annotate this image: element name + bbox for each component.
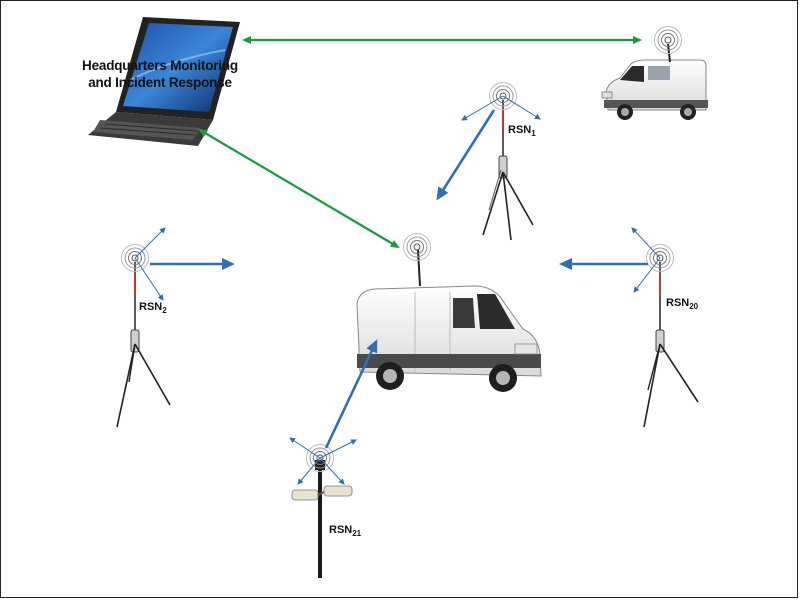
sensor-rsn21-icon — [289, 437, 357, 578]
link-rsn1-to-van — [436, 109, 496, 201]
van-remote-icon — [601, 59, 708, 120]
sensor-rsn1-icon — [461, 82, 541, 241]
rsn2-label: RSN2 — [139, 301, 167, 315]
sensor-rsn2-icon — [116, 227, 171, 428]
link-rsn21-to-van — [324, 339, 378, 449]
rsn21-label: RSN21 — [329, 524, 362, 538]
hq-label: Headquarters Monitoring and Incident Res… — [70, 57, 250, 91]
rsn1-label: RSN1 — [508, 124, 536, 138]
camera-icon — [291, 485, 353, 501]
laptop-icon — [88, 17, 240, 146]
rsn20-label: RSN20 — [666, 297, 699, 311]
hq-label-line1: Headquarters Monitoring — [82, 58, 238, 73]
sensor-rsn20-icon — [631, 227, 699, 428]
van-remote-antenna-icon — [654, 26, 682, 63]
hq-label-line2: and Incident Response — [88, 75, 232, 90]
van-central-antenna-icon — [403, 233, 431, 287]
van-central-icon — [356, 285, 542, 392]
link-hq-central-van — [198, 128, 400, 249]
